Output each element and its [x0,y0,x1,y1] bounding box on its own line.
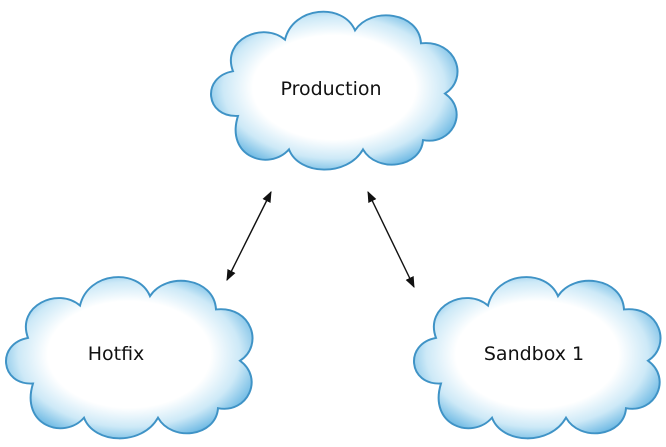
edge-production-sandbox1 [367,190,415,289]
cloud-hotfix-label: Hotfix [88,343,145,365]
cloud-production-label: Production [280,78,381,100]
edge-production-hotfix [226,190,272,282]
cloud-sandbox1-label: Sandbox 1 [484,343,584,365]
